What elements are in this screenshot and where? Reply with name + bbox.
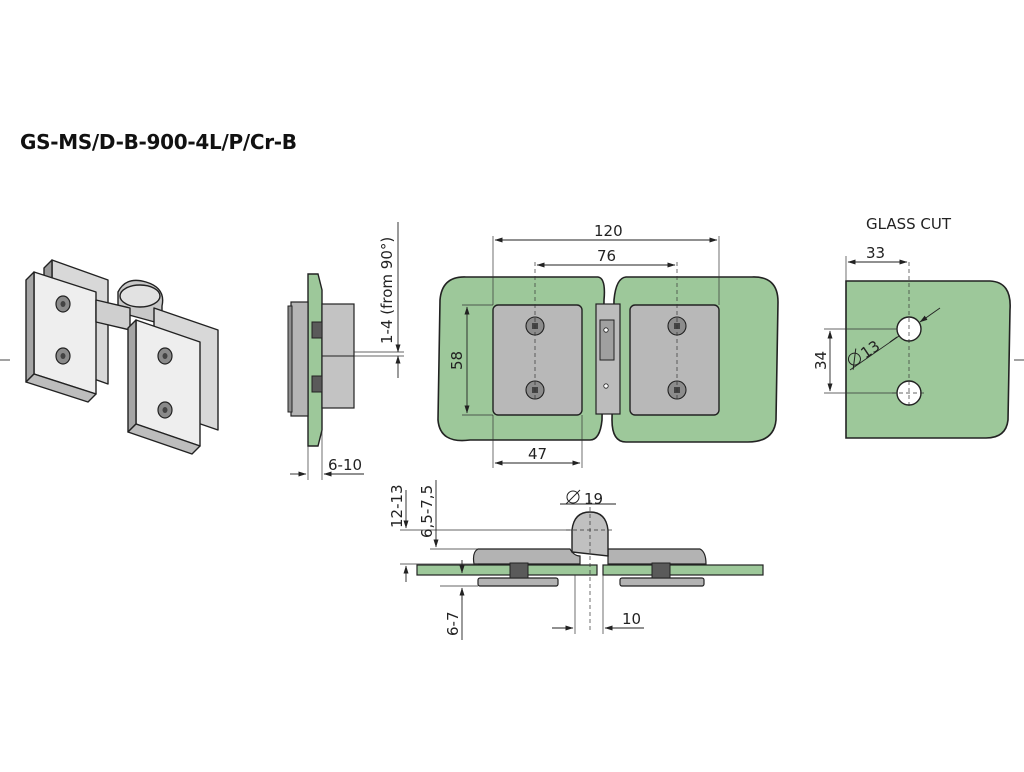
isometric-hinge-view: [25, 259, 219, 455]
glass-cut-title: GLASS CUT: [866, 215, 952, 233]
dim-side-gap: 1-4 (from 90°): [378, 237, 396, 344]
glass-cut-view: GLASS CUT 33 34 13: [812, 215, 1011, 439]
dim-bottom-knuckle-diameter: 19: [584, 490, 603, 508]
dim-cut-hole-spacing: 34: [812, 351, 830, 370]
front-view: 120 76 58 47: [437, 222, 779, 468]
side-glass: [307, 273, 323, 447]
front-right-plate: [629, 304, 720, 416]
product-code-title: GS-MS/D-B-900-4L/P/Cr-B: [20, 130, 297, 154]
dim-front-height: 58: [448, 351, 466, 370]
dim-cut-offset: 33: [866, 244, 885, 262]
bottom-left-glass: [416, 564, 598, 576]
dim-side-thickness: 6-10: [328, 456, 362, 474]
dim-bottom-overall-height: 12-13: [388, 484, 406, 528]
dim-bottom-lower-height: 6-7: [444, 612, 462, 637]
dim-front-plate-width: 47: [528, 445, 547, 463]
dim-front-hole-spacing: 76: [597, 247, 616, 265]
glass-cut-panel: [845, 280, 1011, 439]
bottom-right-glass: [602, 564, 764, 576]
bottom-knuckle: [571, 511, 609, 557]
dim-bottom-gap: 10: [622, 610, 641, 628]
bottom-view: 19 12-13 6,5-7,5 6-7 10: [388, 480, 764, 640]
front-left-plate: [492, 304, 583, 416]
side-rear-plate: [290, 301, 309, 417]
dim-bottom-plate-height: 6,5-7,5: [418, 485, 436, 538]
dim-front-total-width: 120: [594, 222, 623, 240]
side-view: 1-4 (from 90°) 6-10: [287, 222, 404, 480]
